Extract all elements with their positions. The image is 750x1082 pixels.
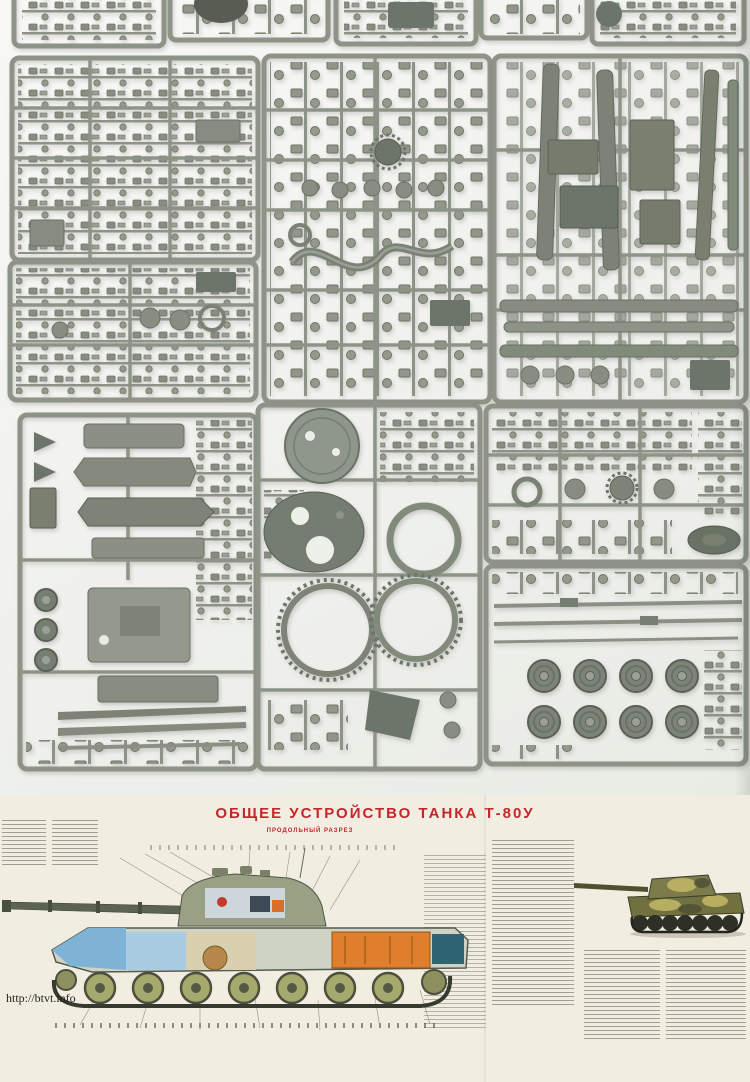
sprues-photo — [0, 0, 750, 795]
side-tank-wheels — [632, 915, 738, 931]
legend-right-column-1 — [492, 840, 574, 1005]
sprue-bottom-middle — [255, 402, 483, 772]
sprue-bottom-left — [17, 412, 259, 772]
legend-right-column-3 — [666, 950, 746, 1040]
sprue-top-right — [491, 53, 749, 405]
poster-title: ОБЩЕЕ УСТРОЙСТВО ТАНКА Т-80У — [215, 805, 535, 822]
track — [51, 975, 453, 1008]
gun-barrel — [7, 901, 181, 915]
ammo-carousel — [202, 945, 228, 971]
side-tank-barrel — [574, 883, 648, 892]
rear-section — [432, 934, 464, 964]
sprues-illustration — [7, 0, 749, 772]
page-fold — [484, 795, 488, 1082]
callout-numbers-row-top — [150, 845, 400, 850]
poster-subtitle: ПРОДОЛЬНЫЙ РАЗРЕЗ — [266, 828, 354, 834]
road-wheels — [527, 659, 699, 739]
running-gear — [51, 969, 453, 1008]
tank-cutaway-illustration — [2, 847, 469, 1031]
sprue-top-strip — [11, 0, 747, 49]
sprue-bottom-right-lower — [483, 563, 749, 767]
sprue-bottom-right-upper — [483, 403, 749, 565]
callout-numbers-row — [55, 1023, 435, 1028]
sprue-top-left — [9, 55, 261, 263]
watermark-link: http://btvt.info — [6, 991, 76, 1005]
engine-compartment — [331, 931, 431, 969]
sprue-middle-left — [7, 259, 259, 403]
legend-left-column-2 — [52, 820, 98, 868]
tank-side-view-illustration — [574, 874, 746, 938]
poster: ОБЩЕЕ УСТРОЙСТВО ТАНКА Т-80У ПРОДОЛЬНЫЙ … — [0, 795, 750, 1082]
legend-left-column — [2, 820, 46, 868]
antenna — [299, 847, 306, 879]
legend-right-column-2 — [584, 950, 660, 1040]
front-armor-section — [52, 928, 126, 970]
driver-compartment — [126, 932, 186, 970]
sprue-top-middle — [261, 53, 493, 405]
